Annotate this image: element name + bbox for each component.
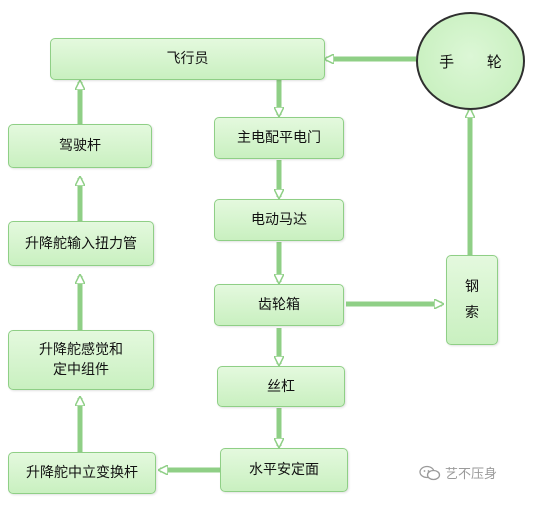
node-gearbox: 齿轮箱: [214, 284, 344, 326]
node-motor: 电动马达: [214, 199, 344, 241]
watermark: 艺不压身: [419, 463, 497, 482]
node-cable: 钢 索: [446, 255, 498, 345]
node-elevator-neutral-shift-rod: 升降舵中立变换杆: [8, 452, 156, 494]
wechat-icon: [419, 465, 441, 480]
watermark-text: 艺不压身: [445, 467, 498, 482]
node-elevator-feel-and-centering: 升降舵感觉和 定中组件: [8, 330, 154, 390]
node-pilot: 飞行员: [50, 38, 325, 80]
node-stabilizer: 水平安定面: [220, 448, 348, 492]
node-jackscrew: 丝杠: [217, 366, 345, 407]
node-stick: 驾驶杆: [8, 124, 152, 168]
node-main-trim-switch: 主电配平电门: [214, 117, 344, 159]
node-hand-wheel: 手 轮: [416, 12, 525, 110]
node-elevator-input-torque-tube: 升降舵输入扭力管: [8, 221, 154, 266]
